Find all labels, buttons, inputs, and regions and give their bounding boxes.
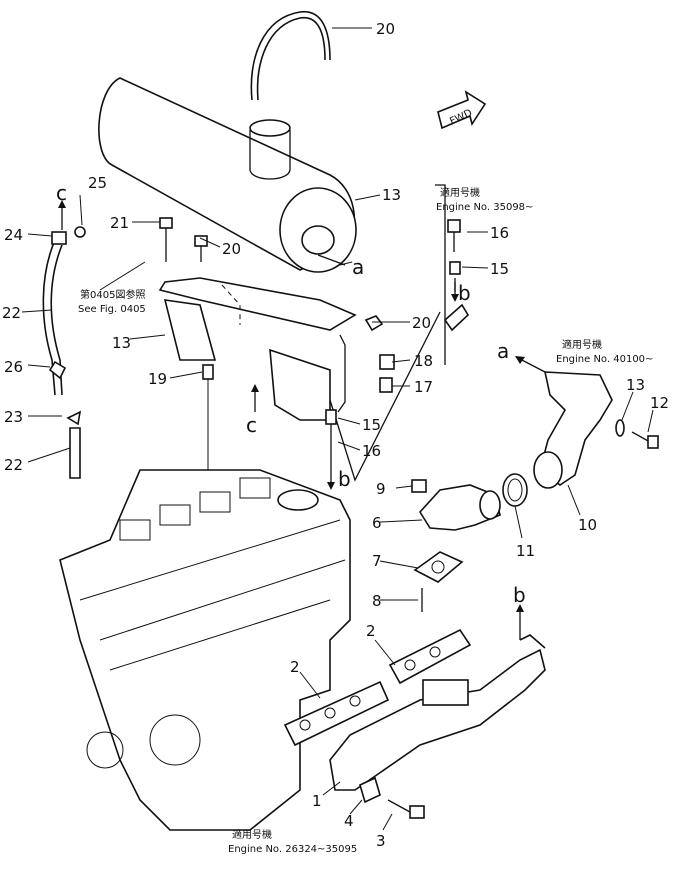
tail-pipe xyxy=(250,11,331,101)
callout-4: 4 xyxy=(344,812,354,830)
callout-16a: 16 xyxy=(362,442,381,460)
washer-12 xyxy=(615,419,625,437)
callout-21: 21 xyxy=(110,214,129,232)
callout-15a: 15 xyxy=(362,416,381,434)
note-see-fig-en: See Fig. 0405 xyxy=(78,304,146,315)
ref-letters: c c a a b b b xyxy=(56,181,526,607)
callout-9: 10 xyxy=(578,516,597,534)
callout-6: 7 xyxy=(372,552,382,570)
gasket-left xyxy=(283,680,390,747)
callout-8: 9 xyxy=(376,480,386,498)
ref-letter-b-stud: b xyxy=(338,467,351,491)
callout-14: 13 xyxy=(112,334,131,352)
callout-3: 3 xyxy=(376,832,386,850)
callout-12: 13 xyxy=(626,376,645,394)
note-top-engine: Engine No. 35098~ xyxy=(436,202,533,213)
callout-2a: 2 xyxy=(366,622,376,640)
ref-letter-c-top: c xyxy=(56,181,67,205)
gasket-right xyxy=(388,628,472,685)
spacer-19 xyxy=(202,364,214,485)
callout-22: 20 xyxy=(376,20,395,38)
callout-19: 19 xyxy=(148,370,167,388)
callout-25: 22 xyxy=(4,456,23,474)
callout-11: 12 xyxy=(650,394,669,412)
callout-10: 11 xyxy=(516,542,535,560)
pin-4 xyxy=(359,776,381,804)
ref-letter-a-pipe: a xyxy=(497,339,509,363)
ref-letter-c-bottom: c xyxy=(246,413,257,437)
bolt-3 xyxy=(387,799,425,819)
bolt-11 xyxy=(631,431,659,449)
muffler xyxy=(98,77,357,273)
stud-23 xyxy=(364,303,470,332)
pipe-9 xyxy=(533,371,613,489)
note-right-engine: Engine No. 40100~ xyxy=(556,354,653,365)
gasket-6 xyxy=(413,551,464,583)
note-bottom-engine: Engine No. 26324~35095 xyxy=(228,844,357,855)
callout-24: 22 xyxy=(2,304,21,322)
fwd-arrow: FWD xyxy=(437,90,487,130)
studs-15-16 xyxy=(325,409,337,470)
callout-13: 13 xyxy=(382,186,401,204)
elbow-5 xyxy=(419,484,501,531)
exhaust-manifold xyxy=(329,634,546,791)
callout-5: 6 xyxy=(372,514,382,532)
callout-numbers: 20 13 25 24 21 20 22 13 26 19 23 22 20 1… xyxy=(2,20,669,850)
ref-letter-b-inset: b xyxy=(458,281,471,305)
bracket xyxy=(158,277,357,421)
ref-letter-b-manifold: b xyxy=(513,583,526,607)
note-top-label: 適用号機 xyxy=(440,186,480,199)
callout-17: 17 xyxy=(414,378,433,396)
callout-1: 1 xyxy=(312,792,322,810)
callout-18: 18 xyxy=(414,352,433,370)
callout-2b: 2 xyxy=(290,658,300,676)
callout-20: 20 xyxy=(222,240,241,258)
breather-hose xyxy=(42,226,86,479)
callout-23: 20 xyxy=(412,314,431,332)
callout-26: 23 xyxy=(4,408,23,426)
notes: 適用号機 Engine No. 35098~ 適用号機 Engine No. 4… xyxy=(78,186,653,855)
callout-29: 26 xyxy=(4,358,23,376)
ref-arrows xyxy=(58,200,546,640)
ring-10 xyxy=(502,473,528,507)
nuts-17-18 xyxy=(379,354,395,393)
plate-bracket xyxy=(329,184,446,482)
ref-letter-a-muffler: a xyxy=(352,255,364,279)
engine-block xyxy=(59,469,351,831)
bolt-21 xyxy=(159,217,173,262)
note-see-fig-jp: 第0405図参照 xyxy=(80,288,145,301)
nut-8 xyxy=(411,479,427,493)
leader-lines xyxy=(21,27,654,831)
note-bottom-label: 適用号機 xyxy=(232,828,272,841)
callout-27: 24 xyxy=(4,226,23,244)
callout-7: 8 xyxy=(372,592,382,610)
callout-28: 25 xyxy=(88,174,107,192)
note-right-label: 適用号機 xyxy=(562,338,602,351)
callout-15b: 15 xyxy=(490,260,509,278)
callout-16b: 16 xyxy=(490,224,509,242)
